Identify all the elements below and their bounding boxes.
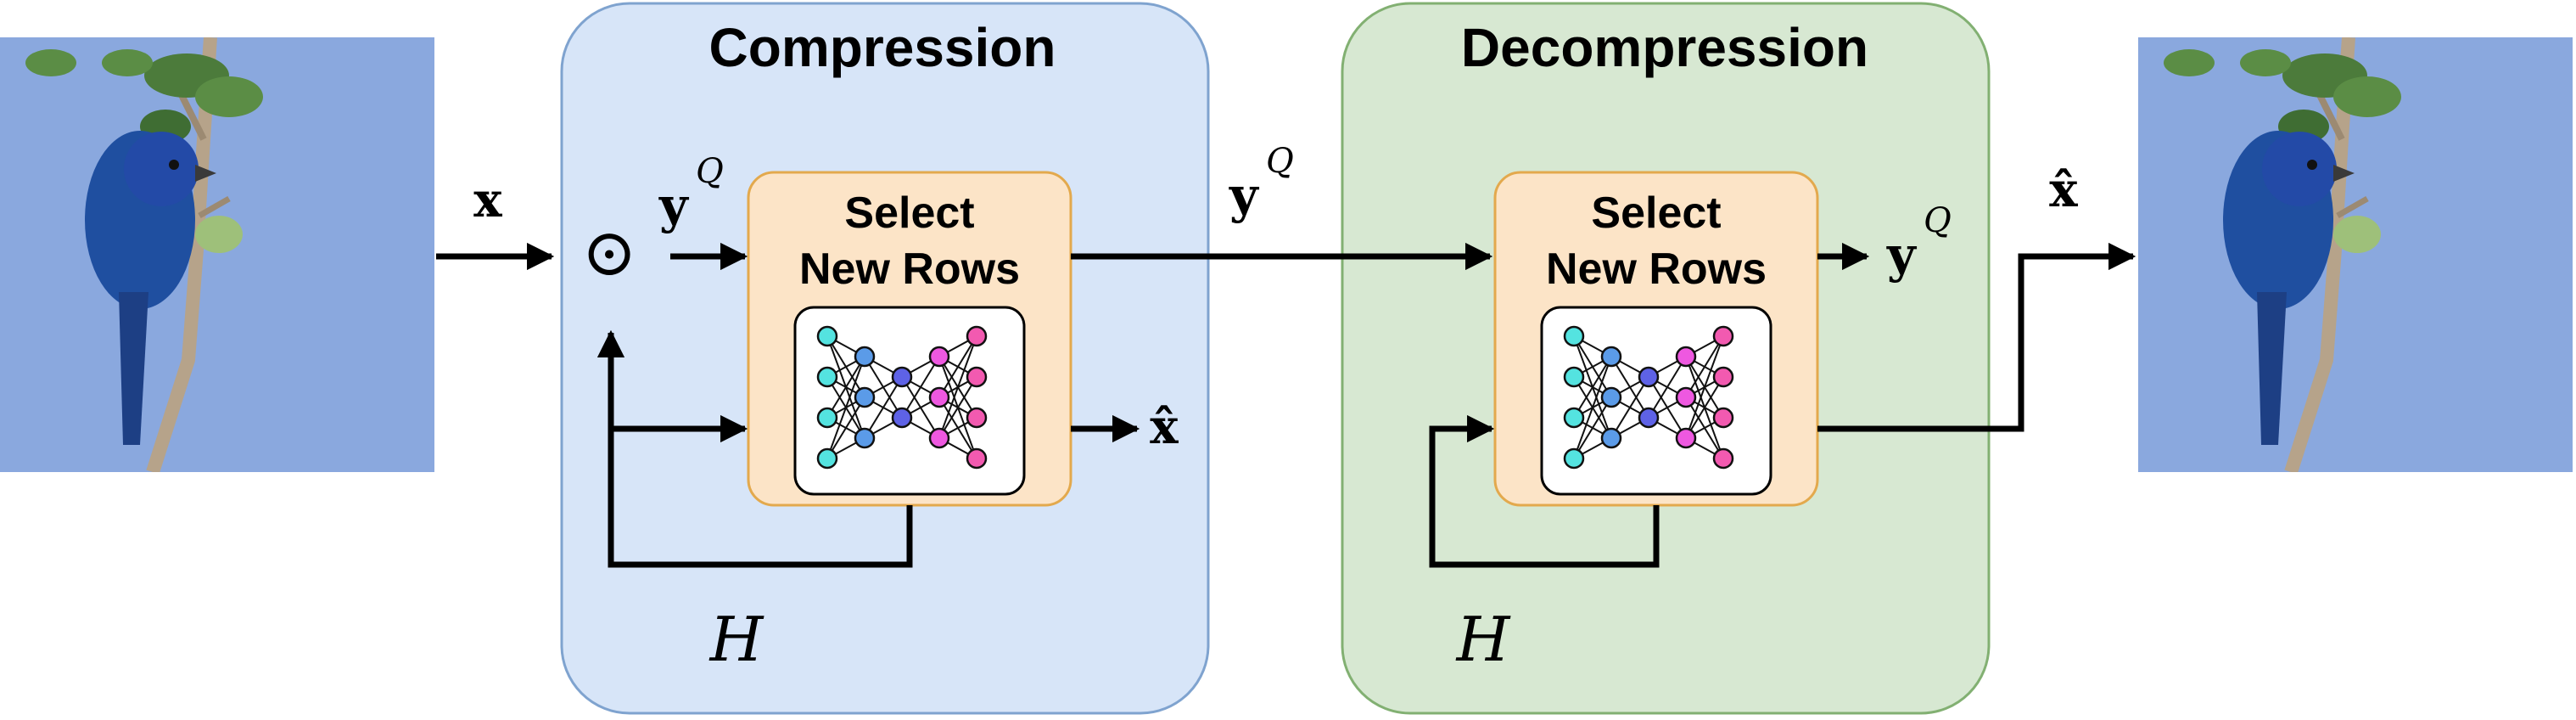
label-yq-decompression: y Q <box>1886 201 1952 284</box>
network-edge <box>864 376 903 439</box>
network-node <box>928 386 950 408</box>
network-node <box>816 407 838 429</box>
network-edge <box>938 335 977 398</box>
label-xhat-output: x̂ <box>2049 162 2078 218</box>
network-edge <box>826 356 865 419</box>
network-edge <box>1573 397 1612 459</box>
network-node <box>816 325 838 347</box>
network-node <box>1638 407 1660 429</box>
network-edge <box>826 397 865 459</box>
network-node <box>966 366 988 388</box>
svg-text:Q: Q <box>696 152 724 191</box>
network-node <box>1563 325 1585 347</box>
network-edge <box>1685 335 1724 398</box>
network-node <box>891 407 913 429</box>
hadamard-symbol: ⊙ <box>581 215 636 291</box>
decompression-title: Decompression <box>1461 17 1868 78</box>
network-background <box>793 306 1026 496</box>
network-node <box>1600 346 1622 368</box>
network-edge <box>826 356 865 459</box>
network-edge <box>1573 356 1612 459</box>
compression-select-block: Select New Rows <box>747 171 1072 507</box>
label-xhat-compression: x̂ <box>1150 399 1179 455</box>
feedback-loop-compression <box>596 329 913 568</box>
network-node <box>1712 366 1734 388</box>
label-h-compression: H <box>708 604 764 675</box>
network-edge <box>938 376 977 439</box>
select-label-line2: New Rows <box>799 245 1020 294</box>
network-node <box>1712 325 1734 347</box>
network-node <box>1712 447 1734 470</box>
neural-network-icon <box>793 306 1026 496</box>
network-edge <box>1573 356 1612 419</box>
network-edge <box>1685 376 1724 439</box>
decompression-select-block: Select New Rows <box>1493 171 1819 507</box>
feedback-loop-decompression <box>1429 414 1660 568</box>
label-yq-compression: y Q <box>658 152 724 234</box>
network-node <box>854 427 876 449</box>
svg-text:Q: Q <box>1924 201 1952 240</box>
arrow-to-output <box>1817 242 2136 432</box>
network-node <box>1563 407 1585 429</box>
network-edge <box>1685 335 1724 439</box>
network-edge <box>938 335 977 439</box>
select-label-line1: Select <box>844 188 974 238</box>
select-label-line1: Select <box>1591 188 1721 238</box>
network-node <box>966 447 988 470</box>
network-edge <box>1648 356 1687 419</box>
compression-title: Compression <box>709 17 1056 78</box>
svg-text:y: y <box>658 177 690 234</box>
svg-text:Q: Q <box>1266 142 1294 181</box>
svg-text:y: y <box>1229 166 1260 224</box>
network-node <box>1600 427 1622 449</box>
input-image <box>0 37 434 472</box>
network-node <box>966 407 988 429</box>
network-node <box>1675 346 1697 368</box>
label-yq-transmitted: y Q <box>1229 142 1294 224</box>
network-node <box>891 366 913 388</box>
network-node <box>1563 447 1585 470</box>
network-node <box>928 346 950 368</box>
label-x-input: x <box>473 172 502 228</box>
neural-network-icon <box>1540 306 1772 496</box>
network-background <box>1540 306 1772 496</box>
network-node <box>816 366 838 388</box>
network-node <box>1638 366 1660 388</box>
network-node <box>1600 386 1622 408</box>
network-node <box>1563 366 1585 388</box>
network-node <box>1675 386 1697 408</box>
network-node <box>1675 427 1697 449</box>
network-node <box>966 325 988 347</box>
network-edge <box>901 356 940 419</box>
output-image <box>2138 37 2573 472</box>
select-label-line2: New Rows <box>1546 245 1767 294</box>
network-node <box>854 386 876 408</box>
label-h-decompression: H <box>1455 604 1511 675</box>
network-node <box>928 427 950 449</box>
network-node <box>854 346 876 368</box>
network-edge <box>1610 376 1649 439</box>
network-node <box>1712 407 1734 429</box>
svg-text:y: y <box>1886 226 1918 284</box>
network-node <box>816 447 838 470</box>
